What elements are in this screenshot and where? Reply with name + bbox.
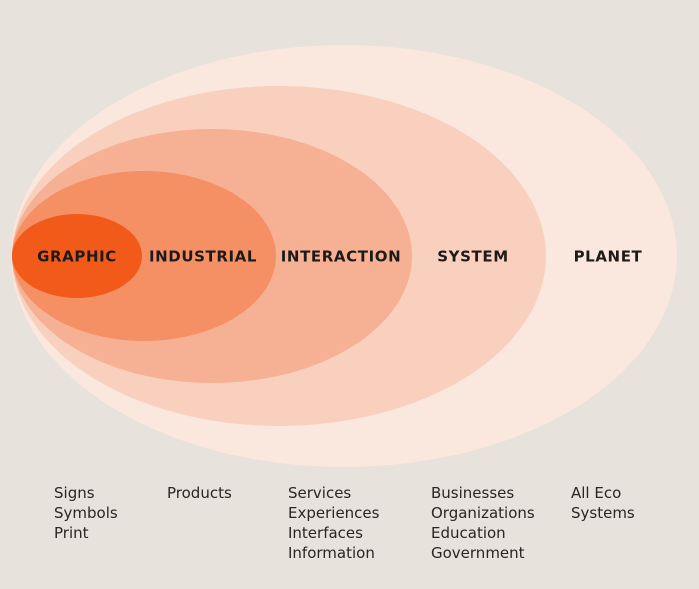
graphic-ellipse xyxy=(12,214,142,298)
example-item: Education xyxy=(431,524,506,542)
industrial-examples: Products xyxy=(167,483,232,503)
planet-examples: All Eco Systems xyxy=(571,483,635,523)
graphic-examples: Signs Symbols Print xyxy=(54,483,118,543)
interaction-examples: Services Experiences Interfaces Informat… xyxy=(288,483,379,563)
graphic-title: GRAPHIC xyxy=(37,248,117,266)
example-item: Information xyxy=(288,544,375,562)
example-item: Symbols xyxy=(54,504,118,522)
example-item: Experiences xyxy=(288,504,380,522)
example-item: Organizations xyxy=(431,504,535,522)
industrial-title: INDUSTRIAL xyxy=(149,248,257,266)
example-item: Government xyxy=(431,544,525,562)
example-item: Signs xyxy=(54,484,95,502)
example-item: Services xyxy=(288,484,352,502)
planet-title: PLANET xyxy=(574,248,643,266)
system-title: SYSTEM xyxy=(437,248,508,266)
example-item: Interfaces xyxy=(288,524,363,542)
example-item: All Eco xyxy=(571,484,622,502)
interaction-title: INTERACTION xyxy=(281,248,402,266)
example-item: Businesses xyxy=(431,484,515,502)
system-examples: Businesses Organizations Education Gover… xyxy=(431,483,535,563)
example-item: Systems xyxy=(571,504,635,522)
example-item: Products xyxy=(167,484,232,502)
industrial-ellipse xyxy=(12,171,276,341)
example-item: Print xyxy=(54,524,89,542)
